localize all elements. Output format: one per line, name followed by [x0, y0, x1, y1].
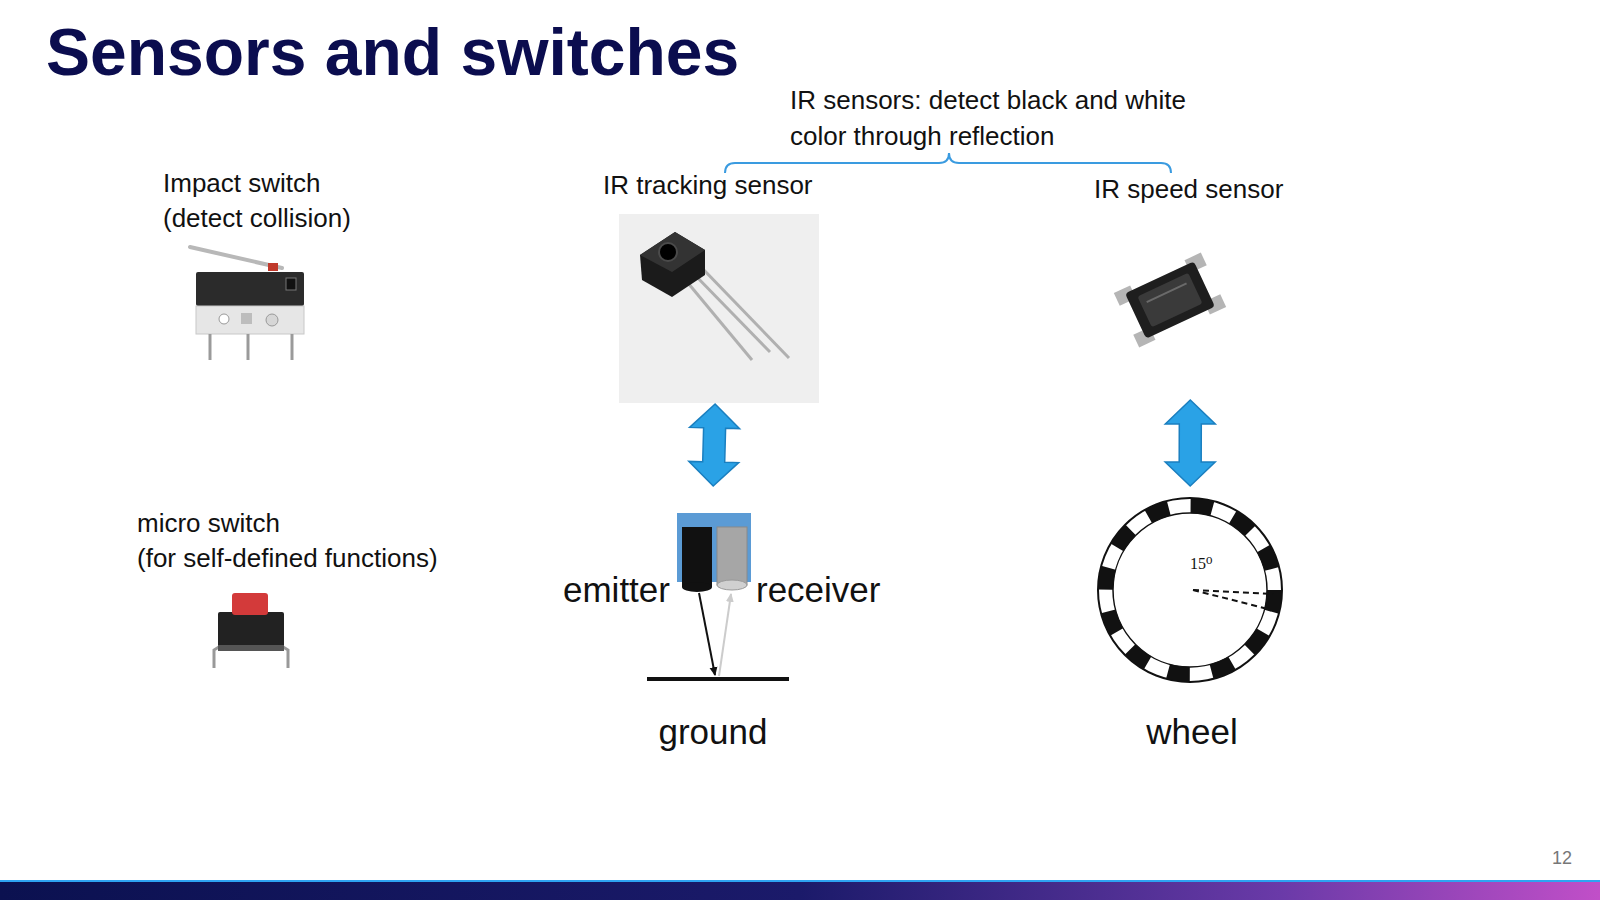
sensor-body	[640, 232, 705, 297]
group-note: IR sensors: detect black and white color…	[790, 82, 1210, 154]
emitter-diode	[682, 527, 712, 587]
sensor-lens	[659, 243, 677, 261]
part-name: IR speed sensor	[1094, 172, 1293, 206]
impact-switch-illustration	[190, 247, 304, 360]
switch-pin	[291, 334, 294, 360]
angle-line	[1193, 590, 1268, 609]
part-name: Impact switch	[163, 166, 393, 200]
page-number: 12	[1552, 846, 1592, 871]
photo-background	[619, 214, 819, 403]
ground-line	[647, 677, 789, 681]
encoder-wheel	[1098, 498, 1282, 682]
sensor-top	[1137, 273, 1202, 327]
reflection-diagram: emitterreceiverground	[530, 486, 890, 748]
part-name: micro switch	[137, 506, 467, 540]
switch-body	[218, 612, 284, 650]
sensor-lead	[683, 277, 752, 360]
wheel-diagram: wheel15⁰	[1080, 486, 1300, 748]
sensor-lead	[701, 267, 789, 358]
switch-hole	[266, 314, 278, 326]
wheel-rim	[1098, 498, 1282, 682]
double-arrow	[689, 404, 740, 486]
receiver-diode	[717, 527, 747, 585]
switch-button	[232, 593, 268, 615]
angle-label: 15⁰	[1190, 554, 1234, 574]
switch-detail	[286, 278, 296, 290]
lever-tip	[268, 263, 278, 271]
double-arrow	[1165, 400, 1215, 486]
switch-base	[218, 645, 284, 651]
part-note: (for self-defined functions)	[137, 541, 467, 575]
switch-hole	[219, 314, 229, 324]
wheel-inner	[1113, 513, 1267, 667]
switch-part: micro switch(for self-defined functions)	[137, 506, 467, 696]
wheel-slots	[1106, 506, 1275, 675]
footer-bar	[0, 882, 1600, 900]
footer-line	[0, 880, 1600, 882]
emitted-ray	[699, 593, 715, 675]
micro-switch-illustration	[214, 593, 288, 668]
part-name: wheel	[1092, 710, 1292, 754]
tracking-sensor-illustration	[619, 214, 819, 403]
part-note: (detect collision)	[163, 201, 393, 235]
switch-base	[196, 306, 304, 334]
receiver-tip	[717, 580, 747, 590]
switch-body	[196, 272, 304, 306]
switch-part: Impact switch(detect collision)	[163, 166, 393, 366]
switch-hole	[241, 313, 252, 324]
sensor-part: IR tracking sensor	[603, 168, 833, 404]
switch-pin	[247, 334, 250, 360]
switch-pin	[209, 334, 212, 360]
sensor-highlight	[1147, 283, 1187, 302]
slide-title: Sensors and switches	[46, 12, 739, 92]
emitter-tip	[682, 582, 712, 592]
surface-label: ground	[613, 710, 813, 754]
sensor-top	[640, 232, 705, 272]
reflected-ray	[719, 594, 731, 676]
component-label: emitter	[563, 568, 683, 612]
sensor-lead	[692, 272, 770, 352]
sensor-part: IR speed sensor	[1088, 172, 1293, 400]
component-label: receiver	[756, 568, 888, 612]
part-name: IR tracking sensor	[603, 168, 833, 202]
sensor-body	[1125, 261, 1215, 338]
speed-sensor-illustration	[1114, 253, 1226, 348]
